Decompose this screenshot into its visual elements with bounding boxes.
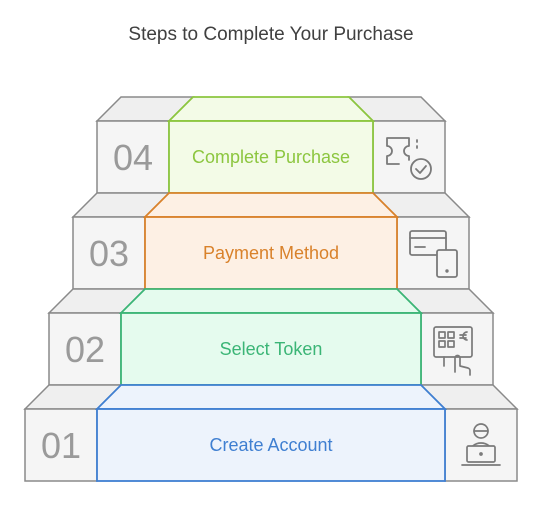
step-2-label: Select Token [220,339,323,359]
step-3-number: 03 [89,233,129,274]
step-2-number: 02 [65,329,105,370]
step-3-top-face [142,192,400,218]
step-2-front-face [120,312,422,386]
step-1-front-face [96,408,446,482]
step-3-front-face [144,216,398,290]
step-1-left-block [24,408,98,482]
diagram-title: Steps to Complete Your Purchase [128,24,414,45]
step-4: 04 Complete Purchase [95,96,447,194]
step-1-top-face [94,384,448,410]
step-4-top-face [166,96,376,122]
step-4-number: 04 [113,137,153,178]
token-select-icon [433,326,473,376]
step-3: 03 Payment Method [71,192,471,290]
step-2-top-face [118,288,424,314]
step-2: 02 Select Token [47,288,495,386]
step-4-label: Complete Purchase [192,147,350,167]
step-3-right-block [396,216,470,290]
step-2-right-block [420,312,494,386]
ticket-check-icon [386,137,432,180]
step-1-label: Create Account [209,435,332,455]
card-phone-icon [409,230,458,278]
step-1-right-block [444,408,518,482]
step-1-number: 01 [41,425,81,466]
step-1: 01 Create Account [23,384,519,482]
step-3-label: Payment Method [203,243,339,263]
step-4-front-face [168,120,374,194]
user-laptop-icon [461,423,501,466]
step-3-left-block [72,216,146,290]
